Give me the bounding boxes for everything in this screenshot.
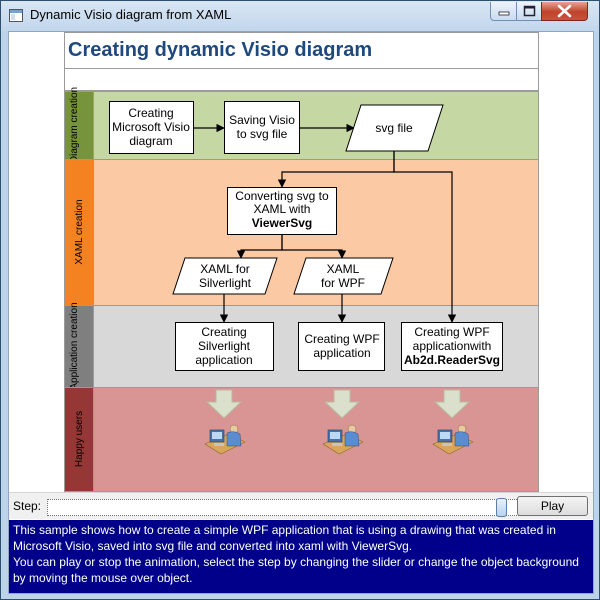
play-button[interactable]: Play xyxy=(517,496,588,516)
lane-application-creation-header xyxy=(64,305,94,388)
svg-text:XAML with: XAML with xyxy=(254,202,311,216)
svg-text:Creating WPF: Creating WPF xyxy=(304,332,379,346)
window-title: Dynamic Visio diagram from XAML xyxy=(30,7,232,22)
description-line: This sample shows how to create a simple… xyxy=(13,523,556,537)
description-panel: This sample shows how to create a simple… xyxy=(9,520,593,593)
connectors xyxy=(194,123,457,323)
svg-text:application: application xyxy=(313,346,370,360)
lane-happy-users-label: Happy users xyxy=(74,411,85,467)
description-line: by moving the mouse over object. xyxy=(13,571,193,585)
user-at-computer-icon xyxy=(432,424,474,455)
svg-text:application: application xyxy=(195,353,252,367)
svg-text:to svg file: to svg file xyxy=(237,127,288,141)
subtitle-row xyxy=(64,68,539,91)
step-label: Step: xyxy=(13,499,42,513)
diagram-canvas: Creating dynamic Visio diagram Diagram c… xyxy=(9,32,593,492)
lane-xaml-creation-label: XAML creation xyxy=(74,199,85,264)
box-creating-visio[interactable]: Creating Microsoft Visio diagram xyxy=(109,101,194,154)
box-converting-svg[interactable]: Converting svg to XAML with ViewerSvg xyxy=(227,187,337,235)
box-xaml-wpf[interactable]: XAML for WPF xyxy=(293,257,394,295)
title-bar[interactable]: Dynamic Visio diagram from XAML xyxy=(1,1,599,31)
box-saving-visio[interactable]: Saving Visio to svg file xyxy=(224,101,300,154)
app-icon xyxy=(9,9,23,22)
svg-text:applicationwith: applicationwith xyxy=(413,339,492,353)
box-wpf-reader[interactable]: Creating WPF applicationwith Ab2d.Reader… xyxy=(401,322,503,371)
svg-text:diagram: diagram xyxy=(129,134,172,148)
diagram-title: Creating dynamic Visio diagram xyxy=(68,39,372,61)
lane-diagram-creation-header xyxy=(64,91,94,160)
step-bar: Step: Play xyxy=(9,492,593,519)
svg-text:Ab2d.ReaderSvg: Ab2d.ReaderSvg xyxy=(404,353,500,367)
step-slider[interactable] xyxy=(47,499,521,516)
close-button[interactable] xyxy=(541,2,588,21)
box-wpf-app[interactable]: Creating WPF application xyxy=(298,322,385,371)
svg-text:Silverlight: Silverlight xyxy=(199,276,252,290)
block-arrow-silverlight xyxy=(205,389,243,419)
lane-application-creation-label: Application creation xyxy=(69,302,80,389)
close-icon xyxy=(557,4,572,18)
svg-text:XAML: XAML xyxy=(327,262,360,276)
svg-text:for WPF: for WPF xyxy=(321,276,365,290)
block-arrow-reader xyxy=(433,389,471,419)
box-svg-file[interactable]: svg file xyxy=(345,104,444,152)
step-slider-thumb[interactable] xyxy=(496,498,508,517)
svg-text:Creating: Creating xyxy=(201,325,246,339)
client-area: Creating dynamic Visio diagram Diagram c… xyxy=(8,31,594,594)
svg-text:Creating WPF: Creating WPF xyxy=(414,325,489,339)
maximize-icon xyxy=(523,5,536,17)
description-line: You can play or stop the animation, sele… xyxy=(13,555,579,569)
svg-text:Silverlight: Silverlight xyxy=(198,339,251,353)
description-line: Microsoft Visio, saved into svg file and… xyxy=(13,539,413,553)
box-xaml-silverlight[interactable]: XAML for Silverlight xyxy=(172,257,278,295)
user-at-computer-icon xyxy=(204,424,246,455)
minimize-icon xyxy=(498,11,510,16)
maximize-button[interactable] xyxy=(516,2,543,21)
svg-text:ViewerSvg: ViewerSvg xyxy=(252,216,312,230)
user-at-computer-icon xyxy=(322,424,364,455)
box-silverlight-app[interactable]: Creating Silverlight application xyxy=(175,322,274,371)
svg-text:Creating: Creating xyxy=(128,106,173,120)
svg-text:Saving Visio: Saving Visio xyxy=(229,113,295,127)
svg-text:Microsoft Visio: Microsoft Visio xyxy=(112,120,190,134)
svg-text:svg file: svg file xyxy=(375,121,413,135)
lane-diagram-creation-label: Diagram creation xyxy=(69,87,80,163)
lane-happy-users-header xyxy=(64,387,94,492)
block-arrows xyxy=(205,389,471,419)
minimize-button[interactable] xyxy=(490,2,518,21)
visio-diagram: Creating dynamic Visio diagram Diagram c… xyxy=(64,32,539,492)
svg-text:Converting svg to: Converting svg to xyxy=(235,189,329,203)
svg-text:XAML for: XAML for xyxy=(200,262,250,276)
block-arrow-wpf xyxy=(323,389,361,419)
